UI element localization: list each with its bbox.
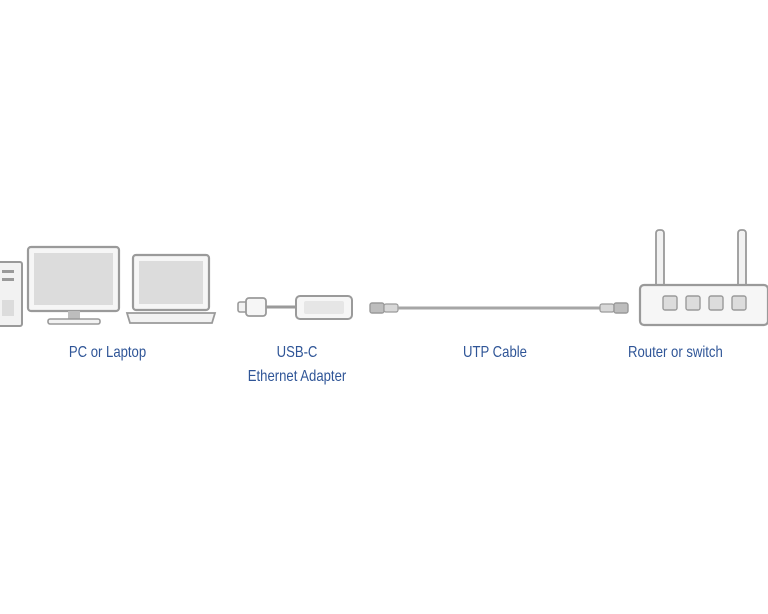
usb-c-ethernet-adapter-label: USB-C Ethernet Adapter xyxy=(236,341,359,389)
usb-c-adapter-icon xyxy=(237,295,353,320)
laptop-icon xyxy=(125,253,217,324)
monitor-icon xyxy=(26,245,121,325)
pc-or-laptop-label: PC or Laptop xyxy=(68,344,147,361)
tower-pc-icon xyxy=(0,261,23,327)
adapter-label-line-2: Ethernet Adapter xyxy=(247,368,347,385)
utp-cable-icon xyxy=(369,302,629,314)
adapter-label-line-1: USB-C xyxy=(276,344,318,361)
router-or-switch-label: Router or switch xyxy=(628,344,723,361)
utp-cable-label: UTP Cable xyxy=(463,344,527,361)
router-icon xyxy=(638,229,768,327)
